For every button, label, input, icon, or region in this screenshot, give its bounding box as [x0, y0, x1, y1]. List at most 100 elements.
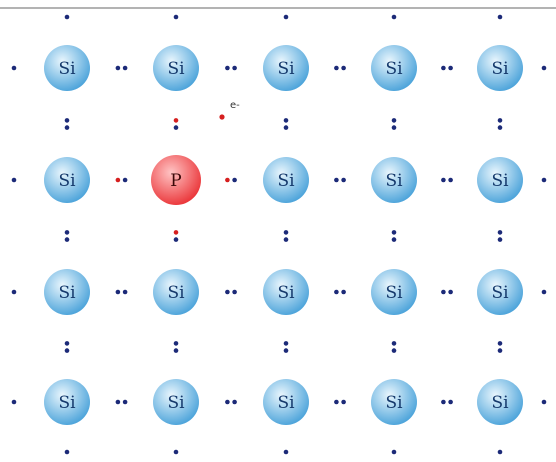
- edge-bond-electron: [391, 14, 397, 20]
- silicon-atom-label: Si: [277, 59, 295, 79]
- silicon-atom: Si: [477, 269, 523, 315]
- bond-electron: [441, 65, 446, 71]
- silicon-atom-label: Si: [491, 283, 509, 303]
- edge-bond-electron: [64, 449, 70, 455]
- silicon-atom: Si: [263, 157, 309, 203]
- silicon-atom-label: Si: [167, 283, 185, 303]
- silicon-atom: Si: [153, 379, 199, 425]
- bond-electron: [448, 177, 453, 183]
- silicon-atom: Si: [263, 45, 309, 91]
- silicon-atom: Si: [371, 157, 417, 203]
- bond-electron: [173, 230, 179, 235]
- bond-electron: [225, 289, 230, 295]
- bond-electron: [173, 348, 179, 353]
- silicon-atom-circle: [371, 379, 417, 425]
- phosphorus-atom-circle: [151, 155, 201, 205]
- bond-electron: [173, 118, 179, 123]
- silicon-atom: Si: [44, 157, 90, 203]
- bond-electron: [334, 177, 339, 183]
- bond-electron: [122, 399, 128, 405]
- bond-electron: [225, 399, 230, 405]
- silicon-atom-circle: [44, 157, 90, 203]
- bond-electron: [173, 341, 179, 346]
- bond-electron: [391, 237, 397, 242]
- bond-electron: [115, 177, 121, 183]
- bond-electron: [283, 118, 289, 123]
- silicon-atom-circle: [44, 379, 90, 425]
- bond-electron: [173, 237, 179, 242]
- bond-electron: [334, 289, 339, 295]
- silicon-atom: Si: [477, 379, 523, 425]
- edge-bond-electron: [11, 177, 17, 183]
- phosphorus-atom-label: P: [170, 171, 181, 191]
- bond-electron: [391, 230, 397, 235]
- bond-electron: [64, 237, 70, 242]
- bond-electron: [497, 341, 503, 346]
- edge-bond-electron: [497, 14, 503, 20]
- bonds-layer: [11, 14, 547, 455]
- silicon-atom-label: Si: [385, 59, 403, 79]
- silicon-atom-circle: [477, 157, 523, 203]
- silicon-atom-label: Si: [277, 393, 295, 413]
- bond-electron: [448, 65, 453, 71]
- bond-electron: [391, 348, 397, 353]
- silicon-atom: Si: [44, 269, 90, 315]
- silicon-atom: Si: [44, 379, 90, 425]
- free-electron-label: e-: [230, 100, 240, 111]
- bond-electron: [341, 65, 346, 71]
- bond-electron: [64, 230, 70, 235]
- silicon-atom-label: Si: [491, 59, 509, 79]
- silicon-atom-circle: [153, 45, 199, 91]
- bond-electron: [122, 289, 128, 295]
- bond-electron: [497, 125, 503, 130]
- bond-electron: [64, 348, 70, 353]
- edge-bond-electron: [64, 14, 70, 20]
- silicon-atom-circle: [153, 379, 199, 425]
- silicon-atom: Si: [153, 45, 199, 91]
- silicon-atom-label: Si: [277, 283, 295, 303]
- bond-electron: [334, 65, 339, 71]
- edge-bond-electron: [283, 449, 289, 455]
- silicon-atom-label: Si: [167, 393, 185, 413]
- bond-electron: [341, 289, 346, 295]
- silicon-atom-circle: [371, 45, 417, 91]
- silicon-atom-circle: [263, 45, 309, 91]
- bond-electron: [283, 237, 289, 242]
- bond-electron: [441, 399, 446, 405]
- silicon-atom-circle: [153, 269, 199, 315]
- edge-bond-electron: [11, 399, 17, 405]
- phosphorus-atom: P: [151, 155, 201, 205]
- silicon-atom: Si: [371, 269, 417, 315]
- silicon-atom: Si: [44, 45, 90, 91]
- bond-electron: [232, 289, 237, 295]
- bond-electron: [391, 118, 397, 123]
- bond-electron: [64, 125, 70, 130]
- bond-electron: [122, 65, 128, 71]
- silicon-atom-circle: [263, 269, 309, 315]
- silicon-atom-label: Si: [491, 171, 509, 191]
- silicon-atom-circle: [263, 157, 309, 203]
- silicon-atom-label: Si: [385, 171, 403, 191]
- bond-electron: [441, 177, 446, 183]
- silicon-atom-label: Si: [385, 283, 403, 303]
- silicon-atom-label: Si: [58, 171, 76, 191]
- bond-electron: [115, 399, 121, 405]
- silicon-atom: Si: [153, 269, 199, 315]
- silicon-atom-circle: [44, 269, 90, 315]
- bond-electron: [391, 125, 397, 130]
- silicon-atom-label: Si: [58, 59, 76, 79]
- bond-electron: [173, 125, 179, 130]
- edge-bond-electron: [11, 289, 17, 295]
- silicon-atom-label: Si: [58, 283, 76, 303]
- edge-bond-electron: [283, 14, 289, 20]
- bond-electron: [283, 341, 289, 346]
- silicon-atom: Si: [477, 157, 523, 203]
- silicon-atom-label: Si: [491, 393, 509, 413]
- silicon-atom-circle: [263, 379, 309, 425]
- silicon-atom-label: Si: [277, 171, 295, 191]
- silicon-atom: Si: [263, 379, 309, 425]
- bond-electron: [122, 177, 128, 183]
- bond-electron: [341, 399, 346, 405]
